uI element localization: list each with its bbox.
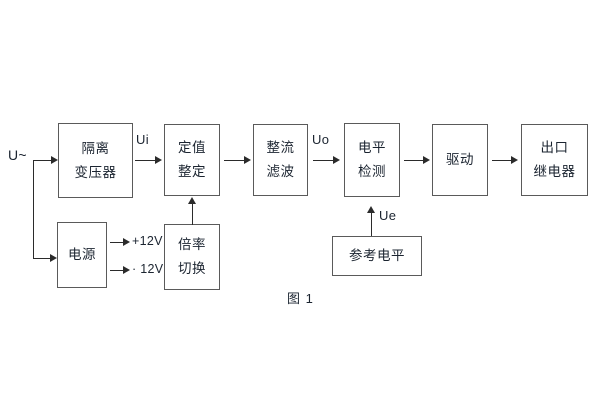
connector-transformer-to-setting (135, 160, 157, 161)
block-power-supply-line1: 电源 (68, 247, 96, 263)
block-power-supply[interactable]: 电源 (57, 222, 107, 288)
figure-caption: 图 1 (287, 291, 314, 306)
block-rectifier-filter-line1: 整流 (266, 140, 295, 156)
arrow-power-pos12v (123, 238, 130, 246)
signal-label-input: U~ (8, 147, 27, 163)
signal-label-ui: Ui (136, 132, 149, 147)
signal-label-pos12v: +12V (132, 234, 163, 248)
connector-setting-to-rectifier (224, 160, 246, 161)
block-multiplier-switch-line1: 倍率 (178, 237, 206, 253)
connector-reference-to-level (371, 212, 372, 236)
block-setting-value-line1: 定值 (178, 140, 206, 156)
arrow-reference-to-level (367, 206, 375, 213)
arrow-setting-to-rectifier (244, 156, 251, 164)
signal-label-uo: Uo (312, 132, 330, 147)
connector-multiplier-to-setting (192, 203, 193, 225)
signal-label-ue: Ue (379, 208, 397, 223)
block-reference-level-line1: 参考电平 (349, 248, 405, 264)
block-rectifier-filter[interactable]: 整流 滤波 (253, 124, 308, 196)
arrow-rectifier-to-level (333, 156, 340, 164)
arrow-transformer-to-setting (155, 156, 162, 164)
block-isolation-transformer[interactable]: 隔离 变压器 (58, 123, 133, 198)
block-setting-value[interactable]: 定值 整定 (164, 124, 220, 196)
block-multiplier-switch[interactable]: 倍率 切换 (164, 224, 220, 290)
arrow-input-to-power-supply (50, 254, 57, 262)
block-rectifier-filter-line2: 滤波 (266, 164, 295, 179)
block-setting-value-line2: 整定 (178, 164, 206, 179)
block-output-relay-line1: 出口 (540, 140, 569, 156)
connector-driver-to-relay (492, 160, 513, 161)
block-driver-line1: 驱动 (446, 152, 474, 168)
connector-rectifier-to-level (313, 160, 335, 161)
block-isolation-transformer-line2: 变压器 (74, 164, 117, 180)
arrow-power-neg12v (123, 266, 130, 274)
block-output-relay[interactable]: 出口 继电器 (521, 124, 588, 196)
block-isolation-transformer-line1: 隔离 (81, 140, 110, 156)
connector-power-pos12v (110, 242, 125, 243)
arrow-input-to-transformer (51, 156, 58, 164)
connector-power-neg12v (110, 270, 125, 271)
connector-input-to-power-supply (33, 258, 51, 259)
connector-input-bus (33, 160, 34, 258)
arrow-level-to-driver (423, 156, 430, 164)
block-driver[interactable]: 驱动 (432, 124, 488, 196)
connector-input-to-transformer (33, 160, 52, 161)
block-level-detection-line1: 电平 (358, 140, 386, 156)
block-level-detection[interactable]: 电平 检测 (344, 123, 400, 197)
block-reference-level[interactable]: 参考电平 (332, 236, 422, 276)
arrow-driver-to-relay (511, 156, 518, 164)
block-level-detection-line2: 检测 (358, 164, 386, 179)
block-multiplier-switch-line2: 切换 (178, 261, 206, 276)
block-output-relay-line2: 继电器 (533, 164, 576, 179)
connector-level-to-driver (404, 160, 425, 161)
signal-label-neg12v: · 12V (132, 262, 164, 276)
arrow-multiplier-to-setting (188, 197, 196, 204)
